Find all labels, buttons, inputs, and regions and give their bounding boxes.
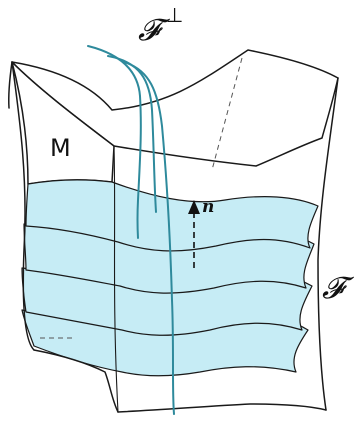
- label-perp-superscript: ⊥: [166, 3, 183, 27]
- hidden-edge: [212, 58, 242, 170]
- label-foliation: 𝓕: [322, 271, 355, 306]
- foliation-leaves: [22, 146, 318, 412]
- manifold-body: [9, 50, 338, 184]
- label-m: M: [50, 134, 71, 162]
- label-normal: n: [202, 197, 214, 217]
- left-face: [12, 62, 114, 184]
